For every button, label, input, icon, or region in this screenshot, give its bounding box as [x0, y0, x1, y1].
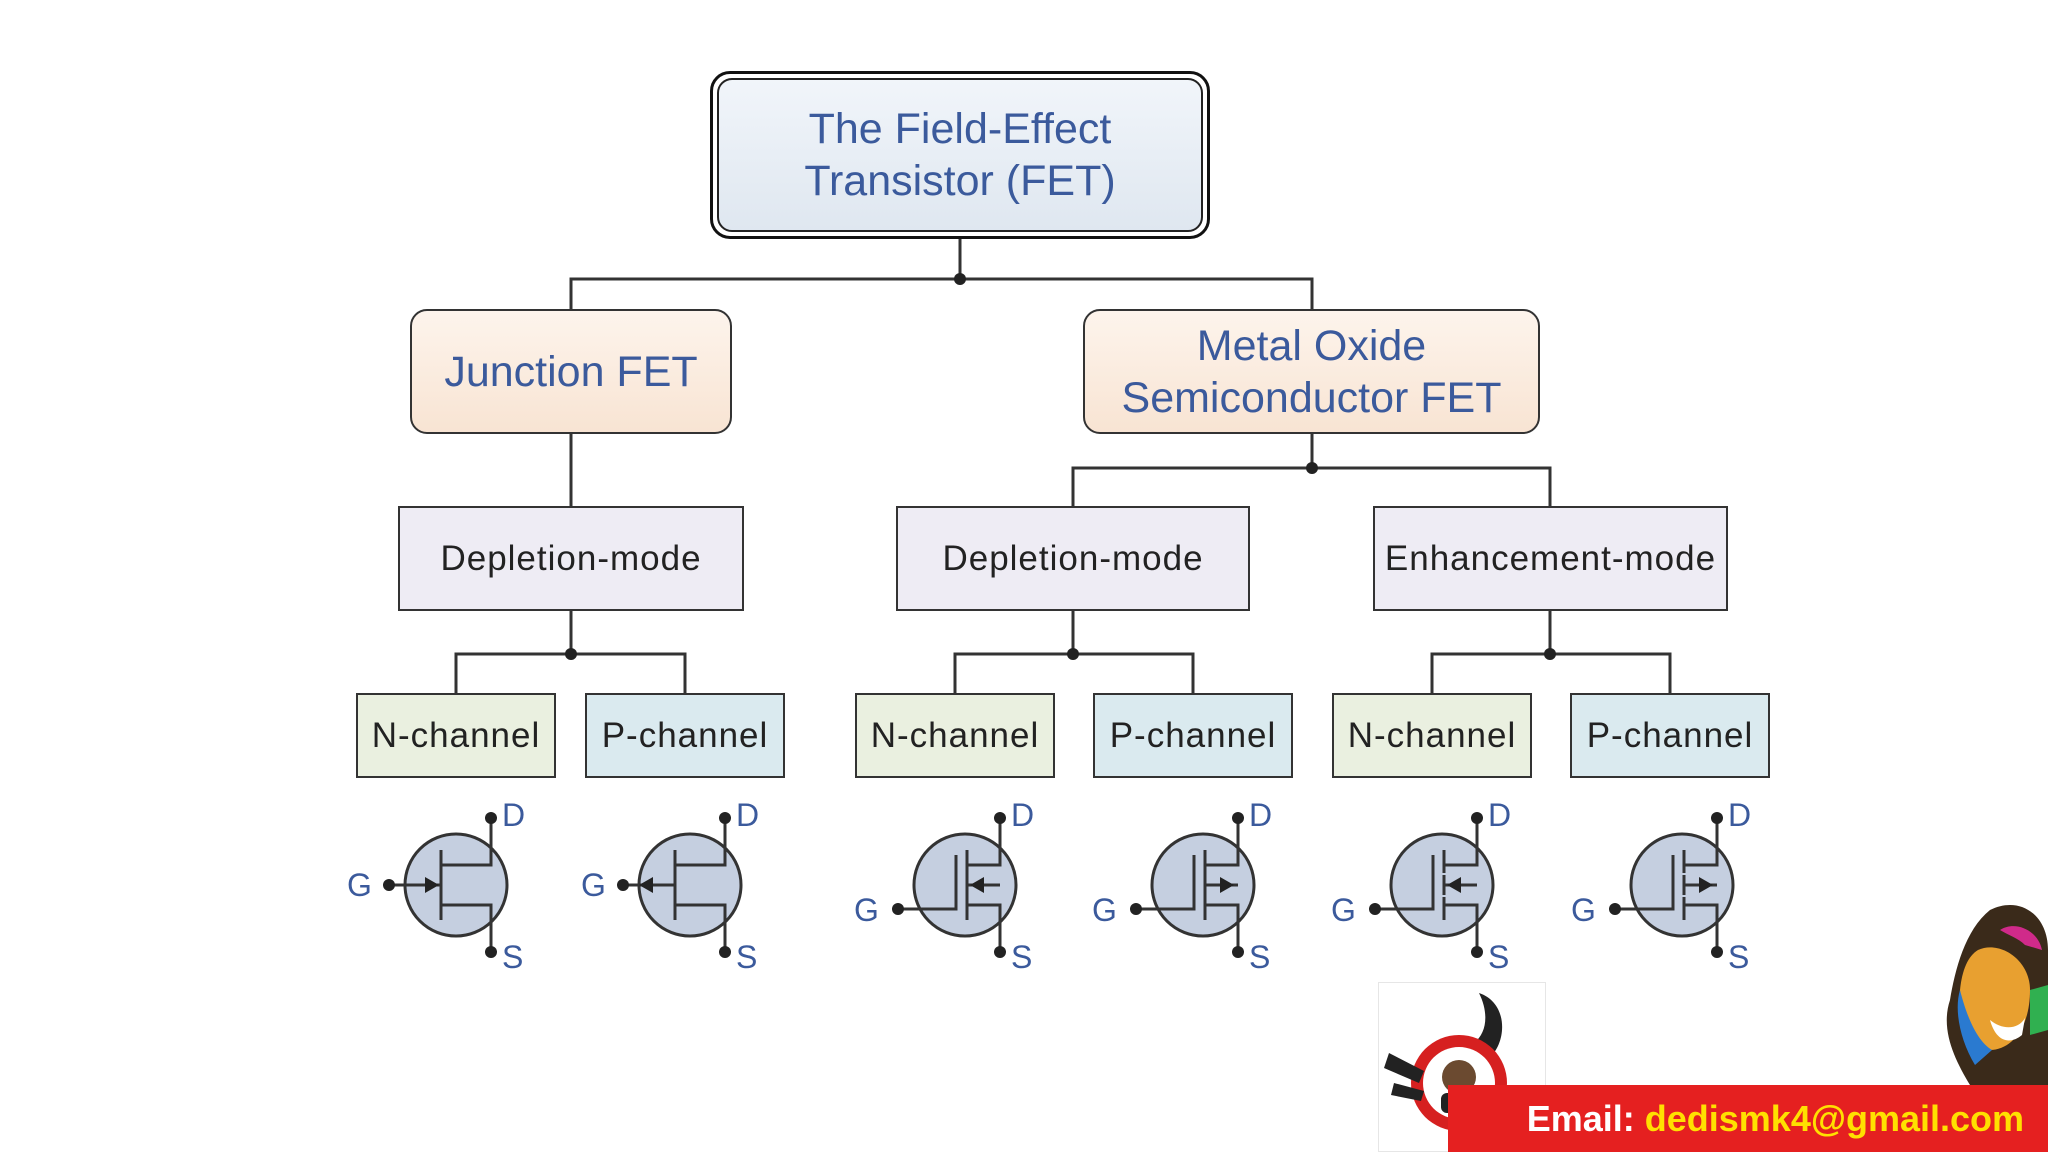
drain-label: D	[502, 797, 525, 833]
junction-dot	[1067, 648, 1079, 660]
jfet-p-channel-symbol: G D S	[581, 797, 759, 975]
junction-dot	[565, 648, 577, 660]
mosfet-depletion-mode-node: Depletion-mode	[896, 506, 1250, 611]
junction-dot	[1306, 462, 1318, 474]
gate-label: G	[1092, 892, 1117, 928]
gate-label: G	[854, 892, 879, 928]
gate-label: G	[581, 867, 606, 903]
gate-label: G	[1571, 892, 1596, 928]
mos-enhancement-p-channel-symbol: G D S	[1571, 797, 1751, 975]
mos-depletion-n-channel-node: N-channel	[855, 693, 1055, 778]
gate-label: G	[347, 867, 372, 903]
mos-enhancement-n-channel-symbol: G D S	[1331, 797, 1511, 975]
drain-label: D	[1011, 797, 1034, 833]
drain-label: D	[1488, 797, 1511, 833]
drain-label: D	[1249, 797, 1272, 833]
connector-root	[569, 239, 1314, 309]
fet-root-label: The Field-Effect Transistor (FET)	[717, 78, 1203, 232]
jfet-p-channel-node: P-channel	[585, 693, 785, 778]
mos-enhancement-p-channel-node: P-channel	[1570, 693, 1770, 778]
mos-depletion-n-channel-symbol: G D S	[854, 797, 1034, 975]
source-label: S	[1011, 939, 1032, 975]
drain-label: D	[1728, 797, 1751, 833]
source-label: S	[736, 939, 757, 975]
source-label: S	[1728, 939, 1749, 975]
junction-fet-node: Junction FET	[410, 309, 732, 434]
source-label: S	[1249, 939, 1270, 975]
email-banner: Email: dedismk4@gmail.com	[1448, 1085, 2048, 1152]
mos-depletion-p-channel-symbol: G D S	[1092, 797, 1272, 975]
mos-enhancement-n-channel-node: N-channel	[1332, 693, 1532, 778]
junction-dot	[954, 273, 966, 285]
jfet-depletion-mode-node: Depletion-mode	[398, 506, 744, 611]
mos-depletion-p-channel-node: P-channel	[1093, 693, 1293, 778]
email-label: Email:	[1526, 1097, 1635, 1139]
portrait-illustration	[1946, 904, 2048, 1085]
junction-dot	[1544, 648, 1556, 660]
email-address[interactable]: dedismk4@gmail.com	[1644, 1097, 2024, 1139]
jfet-n-channel-symbol: G D S	[347, 797, 525, 975]
source-label: S	[1488, 939, 1509, 975]
mosfet-node: Metal Oxide Semiconductor FET	[1083, 309, 1540, 434]
gate-label: G	[1331, 892, 1356, 928]
mosfet-enhancement-mode-node: Enhancement-mode	[1373, 506, 1728, 611]
source-label: S	[502, 939, 523, 975]
fet-root-node: The Field-Effect Transistor (FET)	[710, 71, 1210, 239]
jfet-n-channel-node: N-channel	[356, 693, 556, 778]
drain-label: D	[736, 797, 759, 833]
